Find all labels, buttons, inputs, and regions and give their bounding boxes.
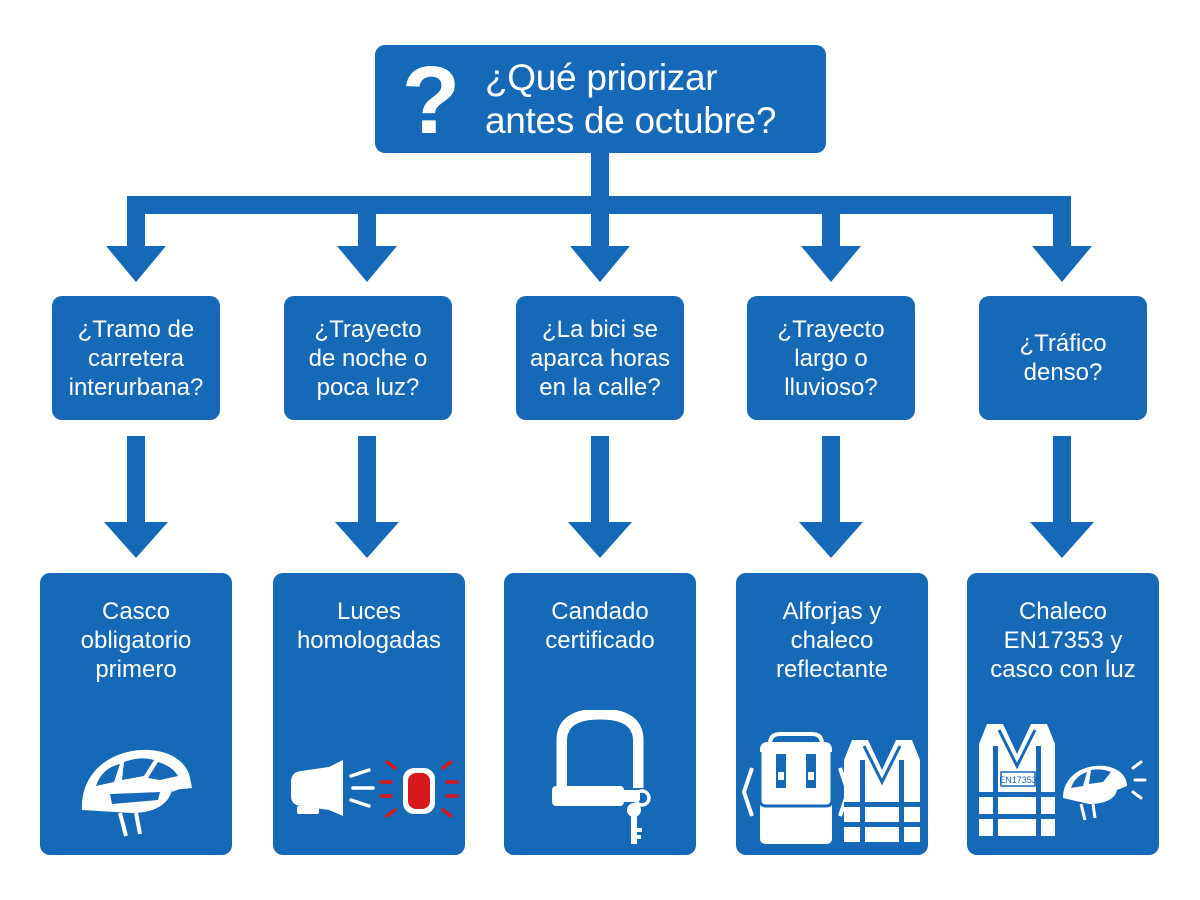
arrow-down-icon xyxy=(337,196,397,282)
answer-icons xyxy=(273,710,465,855)
reflective-vest-icon: EN17353 xyxy=(979,724,1055,836)
question-line: ¿Trayecto xyxy=(777,315,885,343)
question-line: ¿Tramo de xyxy=(77,315,195,343)
answer-line: EN17353 y xyxy=(1003,627,1123,654)
rear-light-icon xyxy=(379,760,459,818)
answer-line: Candado xyxy=(551,598,649,625)
bags-vest-icons xyxy=(741,732,920,844)
arrow-down-icon xyxy=(1032,196,1092,282)
pannier-bag-icon xyxy=(741,732,851,844)
answer-icons xyxy=(40,710,232,855)
arrow-down-icon xyxy=(799,436,863,558)
answer-line: obligatorio xyxy=(80,627,192,654)
question-box-long-trip: ¿Trayecto largo o lluvioso? xyxy=(747,296,915,420)
question-line: aparca horas xyxy=(529,344,671,372)
arrow-down-icon xyxy=(570,196,630,282)
question-text: ¿La bici se aparca horas en la calle? xyxy=(524,315,676,402)
front-light-icon xyxy=(291,760,375,816)
answer-box-helmet: Casco obligatorio primero xyxy=(40,573,232,855)
question-text: ¿Trayecto de noche o poca luz? xyxy=(303,315,434,402)
arrow-down-icon xyxy=(801,196,861,282)
question-line: lluvioso? xyxy=(784,373,878,401)
answer-icons xyxy=(736,710,928,855)
answer-line: casco con luz xyxy=(990,656,1136,683)
answer-box-lock: Candado certificado xyxy=(504,573,696,855)
question-line: ¿Tráfico xyxy=(1019,330,1107,357)
answer-text: Luces homologadas xyxy=(273,597,465,655)
answer-line: Chaleco xyxy=(1018,598,1108,625)
lock-icons xyxy=(552,710,651,844)
reflective-vest-icon xyxy=(844,740,920,842)
helmet-with-light-icon xyxy=(1063,760,1147,821)
answer-text: Alforjas y chaleco reflectante xyxy=(736,597,928,684)
arrow-down-icon xyxy=(568,436,632,558)
answer-box-lights: Luces homologadas xyxy=(273,573,465,855)
answer-text: Candado certificado xyxy=(504,597,696,655)
keys-icon xyxy=(627,789,651,844)
helmet-icon xyxy=(81,749,192,837)
answer-icons: EN17353 xyxy=(967,710,1159,855)
question-line: interurbana? xyxy=(68,373,204,401)
question-box-night: ¿Trayecto de noche o poca luz? xyxy=(284,296,452,420)
vest-label: EN17353 xyxy=(999,775,1037,785)
title-line-1: ¿Qué priorizar xyxy=(485,57,718,98)
answer-line: reflectante xyxy=(775,656,889,683)
answer-line: chaleco xyxy=(790,627,874,654)
answer-line: Luces xyxy=(336,598,402,625)
answer-line: primero xyxy=(95,656,177,683)
answer-box-vest-helmet-light: Chaleco EN17353 y casco con luz EN17353 xyxy=(967,573,1159,855)
arrow-down-icon xyxy=(104,436,168,558)
question-line: largo o xyxy=(794,344,868,372)
vest-helmet-light-icons: EN17353 xyxy=(979,724,1147,836)
lights-icons xyxy=(291,760,459,818)
upper-arrows xyxy=(106,196,1092,282)
title-box: ? ¿Qué priorizar antes de octubre? xyxy=(375,45,826,153)
answer-line: Casco xyxy=(101,598,171,625)
question-box-parking: ¿La bici se aparca horas en la calle? xyxy=(516,296,684,420)
question-line: en la calle? xyxy=(539,373,661,401)
lower-arrows xyxy=(104,436,1094,558)
question-text: ¿Trayecto largo o lluvioso? xyxy=(771,315,890,402)
u-lock-icon xyxy=(552,710,644,806)
question-mark-icon: ? xyxy=(401,47,461,154)
question-box-road: ¿Tramo de carretera interurbana? xyxy=(52,296,220,420)
arrow-down-icon xyxy=(1030,436,1094,558)
question-line: poca luz? xyxy=(316,373,420,401)
arrow-down-icon xyxy=(335,436,399,558)
answer-line: certificado xyxy=(545,627,655,654)
answer-line: Alforjas y xyxy=(782,598,882,625)
answer-line: homologadas xyxy=(296,627,442,654)
question-line: ¿La bici se xyxy=(541,315,659,343)
title-line-2: antes de octubre? xyxy=(485,100,777,141)
question-line: carretera xyxy=(87,344,185,372)
question-line: de noche o xyxy=(308,344,428,372)
question-text: ¿Tramo de carretera interurbana? xyxy=(63,315,210,402)
title-text: ¿Qué priorizar antes de octubre? xyxy=(485,56,776,142)
arrow-down-icon xyxy=(106,196,166,282)
question-line: ¿Trayecto xyxy=(314,315,422,343)
answer-box-bags-vest: Alforjas y chaleco reflectante xyxy=(736,573,928,855)
question-line: denso? xyxy=(1023,359,1103,386)
answer-text: Chaleco EN17353 y casco con luz xyxy=(967,597,1159,684)
answer-text: Casco obligatorio primero xyxy=(40,597,232,684)
answer-icons xyxy=(504,710,696,855)
question-text: ¿Tráfico denso? xyxy=(1013,329,1112,387)
question-box-traffic: ¿Tráfico denso? xyxy=(979,296,1147,420)
